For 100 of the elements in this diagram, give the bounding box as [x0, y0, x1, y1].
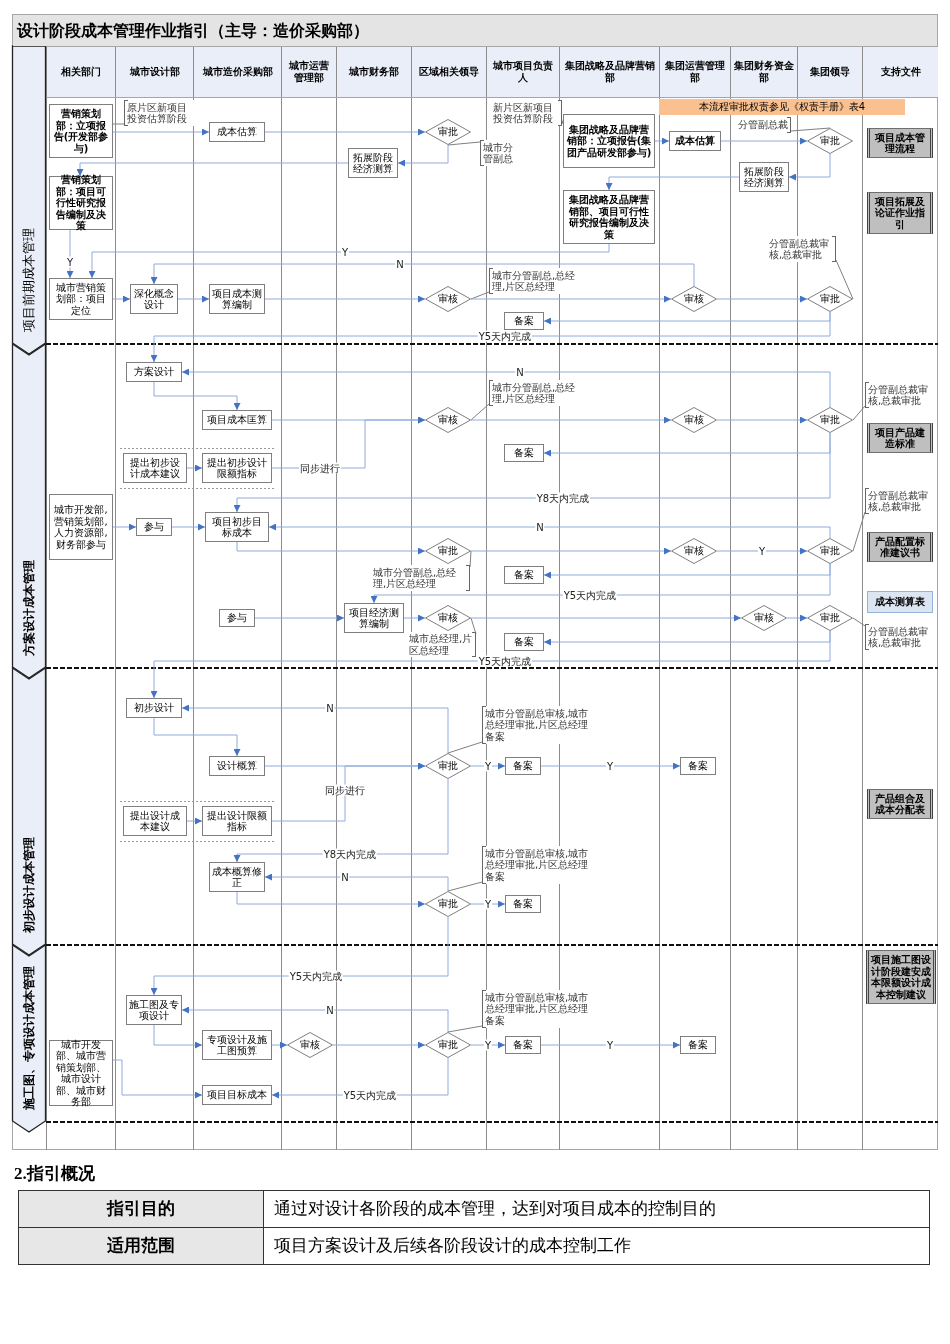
connector-arrow — [254, 614, 345, 622]
process-box: 备案 — [505, 757, 541, 775]
process-box: 城市开发部,营销策划部,人力资源部,财务部参与 — [49, 494, 113, 560]
section-heading: 2.指引概况 — [14, 1163, 95, 1185]
edge-label: Y — [340, 246, 350, 258]
connector-arrow — [264, 873, 449, 892]
lane-title: 初步设计成本管理 — [20, 837, 37, 933]
column-header: 城市项目负责人 — [487, 47, 559, 97]
row-header-cell: 指引目的 — [18, 1190, 264, 1228]
document-box: 项目拓展及论证作业指引 — [867, 192, 933, 234]
process-box: 方案设计 — [126, 362, 182, 382]
edge-label: Y — [483, 1039, 493, 1051]
edge-label: Y — [757, 545, 767, 557]
connector-arrow — [150, 630, 831, 699]
leader-line — [835, 259, 854, 300]
bracket-note: 新片区新项目投资估算阶段 — [490, 100, 562, 126]
connector-arrow — [181, 1006, 449, 1033]
decision-diamond: 审批 — [425, 538, 471, 564]
connector-arrow — [236, 891, 426, 908]
decision-diamond: 审批 — [807, 286, 853, 312]
connector-arrow — [76, 162, 349, 177]
process-box: 成本估算 — [669, 131, 721, 151]
connector-arrow — [150, 311, 831, 363]
column-header: 集团财务资金部 — [731, 47, 797, 97]
bracket-note: 城市总经理,片区总经理 — [406, 632, 476, 657]
process-box: 提出初步设计成本建议 — [123, 453, 187, 483]
decision-diamond: 审批 — [425, 1032, 471, 1058]
edge-label: Y8天内完成 — [535, 492, 591, 504]
connector-arrow — [540, 762, 681, 770]
connector-arrow — [268, 523, 831, 539]
lane-title: 项目前期成本管理 — [20, 228, 37, 332]
column-header: 区域相关领导 — [412, 47, 486, 97]
process-box: 营销策划部：项目可行性研究报告编制及决策 — [49, 176, 113, 230]
process-box: 成本估算 — [209, 122, 265, 142]
process-box: 备案 — [680, 757, 716, 775]
decision-diamond: 审核 — [425, 286, 471, 312]
decision-diamond: 审批 — [807, 538, 853, 564]
decision-diamond: 审核 — [425, 605, 471, 631]
edge-label: Y — [483, 898, 493, 910]
column-header: 集团战略及品牌营销部 — [560, 47, 659, 97]
connector-arrow — [716, 295, 808, 303]
edge-label: Y — [605, 1039, 615, 1051]
edge-label: N — [535, 521, 545, 533]
connector-arrow — [186, 817, 203, 825]
edge-label: N — [395, 258, 405, 270]
connector-arrow — [397, 144, 449, 167]
connector-arrow — [181, 368, 831, 408]
column-header: 城市设计部 — [116, 47, 193, 97]
process-box: 初步设计 — [126, 698, 182, 718]
decision-diamond: 审核 — [287, 1032, 333, 1058]
decision-diamond: 审批 — [807, 407, 853, 433]
lane-title: 施工图、专项设计成本管理 — [20, 966, 37, 1110]
edge-label: Y5天内完成 — [477, 330, 533, 342]
process-box: 深化概念设计 — [130, 284, 178, 314]
decision-diamond: 审核 — [671, 286, 717, 312]
note-banner: 本流程审批权责参见《权责手册》表4 — [659, 99, 905, 115]
connector-arrow — [233, 432, 831, 513]
document-box: 项目产品建造标准 — [867, 423, 933, 453]
process-box: 参与 — [219, 609, 255, 627]
connector-arrow — [66, 229, 74, 279]
connector-arrow — [332, 1041, 426, 1049]
process-box: 提出设计限额指标 — [202, 806, 272, 836]
process-box: 城市开发部、城市营销策划部、城市设计部、城市财务部 — [49, 1040, 113, 1106]
decision-diamond: 审核 — [671, 407, 717, 433]
leader-line — [447, 141, 481, 146]
edge-label: N — [325, 1004, 335, 1016]
process-box: 项目经济测算编制 — [344, 603, 404, 633]
connector-arrow — [150, 263, 695, 287]
leader-line — [790, 127, 831, 132]
connector-arrow — [153, 717, 241, 757]
connector-arrow — [540, 1041, 681, 1049]
process-box: 拓展阶段经济测算 — [348, 148, 398, 178]
edge-label: Y5天内完成 — [477, 655, 533, 667]
document-box: 成本测算表 — [867, 591, 933, 613]
process-box: 提出初步设计限额指标 — [202, 453, 272, 483]
connector-arrow — [470, 547, 672, 555]
process-box: 成本概算修正 — [209, 862, 265, 892]
table-cell: 项目方案设计及后续各阶段设计的成本控制工作 — [263, 1227, 930, 1265]
connector-arrow — [186, 464, 203, 472]
connector-arrow — [264, 128, 426, 136]
edge-label: Y — [483, 760, 493, 772]
connector-arrow — [370, 563, 831, 604]
bracket-note: 原片区新项目投资估算阶段 — [124, 100, 196, 126]
leader-line — [447, 1025, 483, 1033]
connector-arrow — [236, 541, 426, 555]
document-box: 产品组合及成本分配表 — [867, 789, 933, 819]
decision-diamond: 审核 — [425, 407, 471, 433]
process-box: 提出设计成本建议 — [123, 806, 187, 836]
process-box: 专项设计及施工图预算 — [202, 1030, 272, 1060]
edge-label: N — [515, 366, 525, 378]
process-box: 集团战略及品牌营销部：立项报告(集团产品研发部参与) — [563, 114, 655, 168]
leader-line — [112, 123, 125, 125]
process-box: 营销策划部：立项报告(开发部参与) — [49, 104, 113, 158]
connector-arrow — [403, 614, 426, 622]
leader-line — [447, 881, 483, 892]
connector-arrow — [171, 523, 206, 531]
decision-diamond: 审批 — [425, 891, 471, 917]
process-box: 项目成本匡算 — [202, 410, 272, 430]
process-box: 城市营销策划部：项目定位 — [49, 278, 113, 320]
lane-title: 方案设计成本管理 — [20, 560, 37, 656]
